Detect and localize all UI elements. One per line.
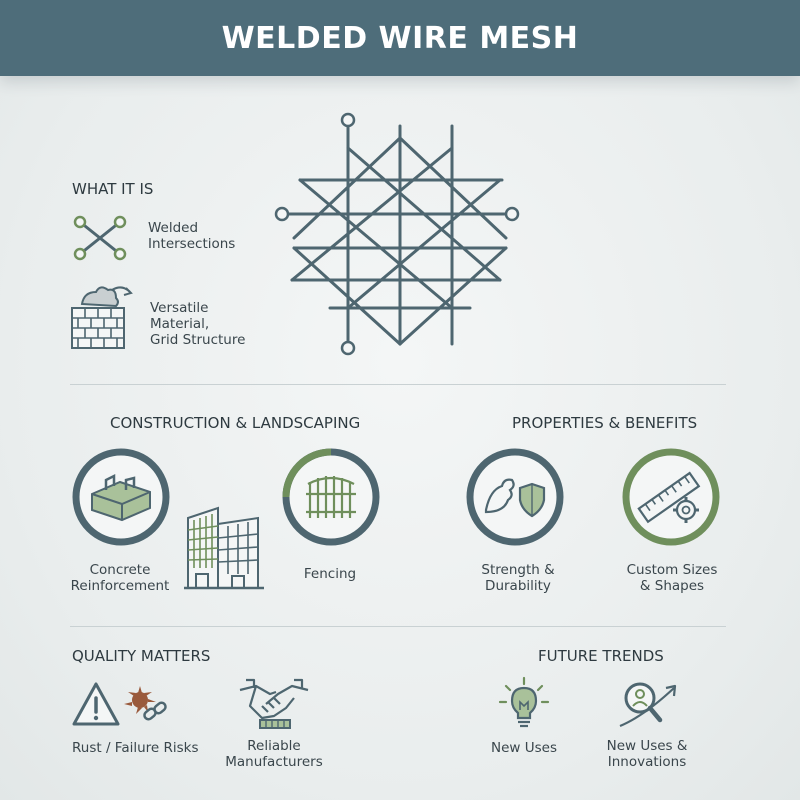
new-uses-label: New Uses	[491, 740, 557, 756]
custom-sizes-label: Custom Sizes & Shapes	[626, 562, 718, 594]
divider-1	[70, 384, 726, 385]
construction-title: CONSTRUCTION & LANDSCAPING	[110, 414, 361, 432]
strength-shield-icon	[466, 448, 564, 546]
lightbulb-icon	[498, 676, 550, 728]
divider-2	[70, 626, 726, 627]
page-title: WELDED WIRE MESH	[221, 20, 579, 56]
header-bar: WELDED WIRE MESH	[0, 0, 800, 76]
magnifier-arrow-icon	[619, 682, 677, 728]
quality-title: QUALITY MATTERS	[72, 647, 211, 665]
concrete-block-icon	[72, 448, 170, 546]
what-it-is-title: WHAT IT IS	[72, 180, 154, 198]
innovations-label: New Uses & Innovations	[606, 738, 688, 770]
concrete-reinforcement-label: Concrete Reinforcement	[70, 562, 170, 594]
handshake-icon	[239, 678, 309, 729]
welded-intersections-label: Welded Intersections	[148, 220, 236, 252]
crossed-wires-icon	[73, 215, 127, 261]
brick-wall-icon	[71, 286, 133, 349]
warning-rust-icon	[72, 682, 167, 726]
ruler-gear-icon	[622, 448, 720, 546]
rust-failure-label: Rust / Failure Risks	[72, 740, 199, 756]
reliable-manufacturers-label: Reliable Manufacturers	[225, 738, 323, 770]
future-title: FUTURE TRENDS	[538, 647, 664, 665]
properties-title: PROPERTIES & BENEFITS	[512, 414, 698, 432]
strength-durability-label: Strength & Durability	[481, 562, 555, 594]
fencing-label: Fencing	[303, 566, 357, 582]
building-icon	[184, 506, 264, 590]
wire-mesh-illustration	[274, 112, 520, 356]
fence-icon	[282, 448, 380, 546]
versatile-material-label: Versatile Material, Grid Structure	[150, 300, 246, 348]
